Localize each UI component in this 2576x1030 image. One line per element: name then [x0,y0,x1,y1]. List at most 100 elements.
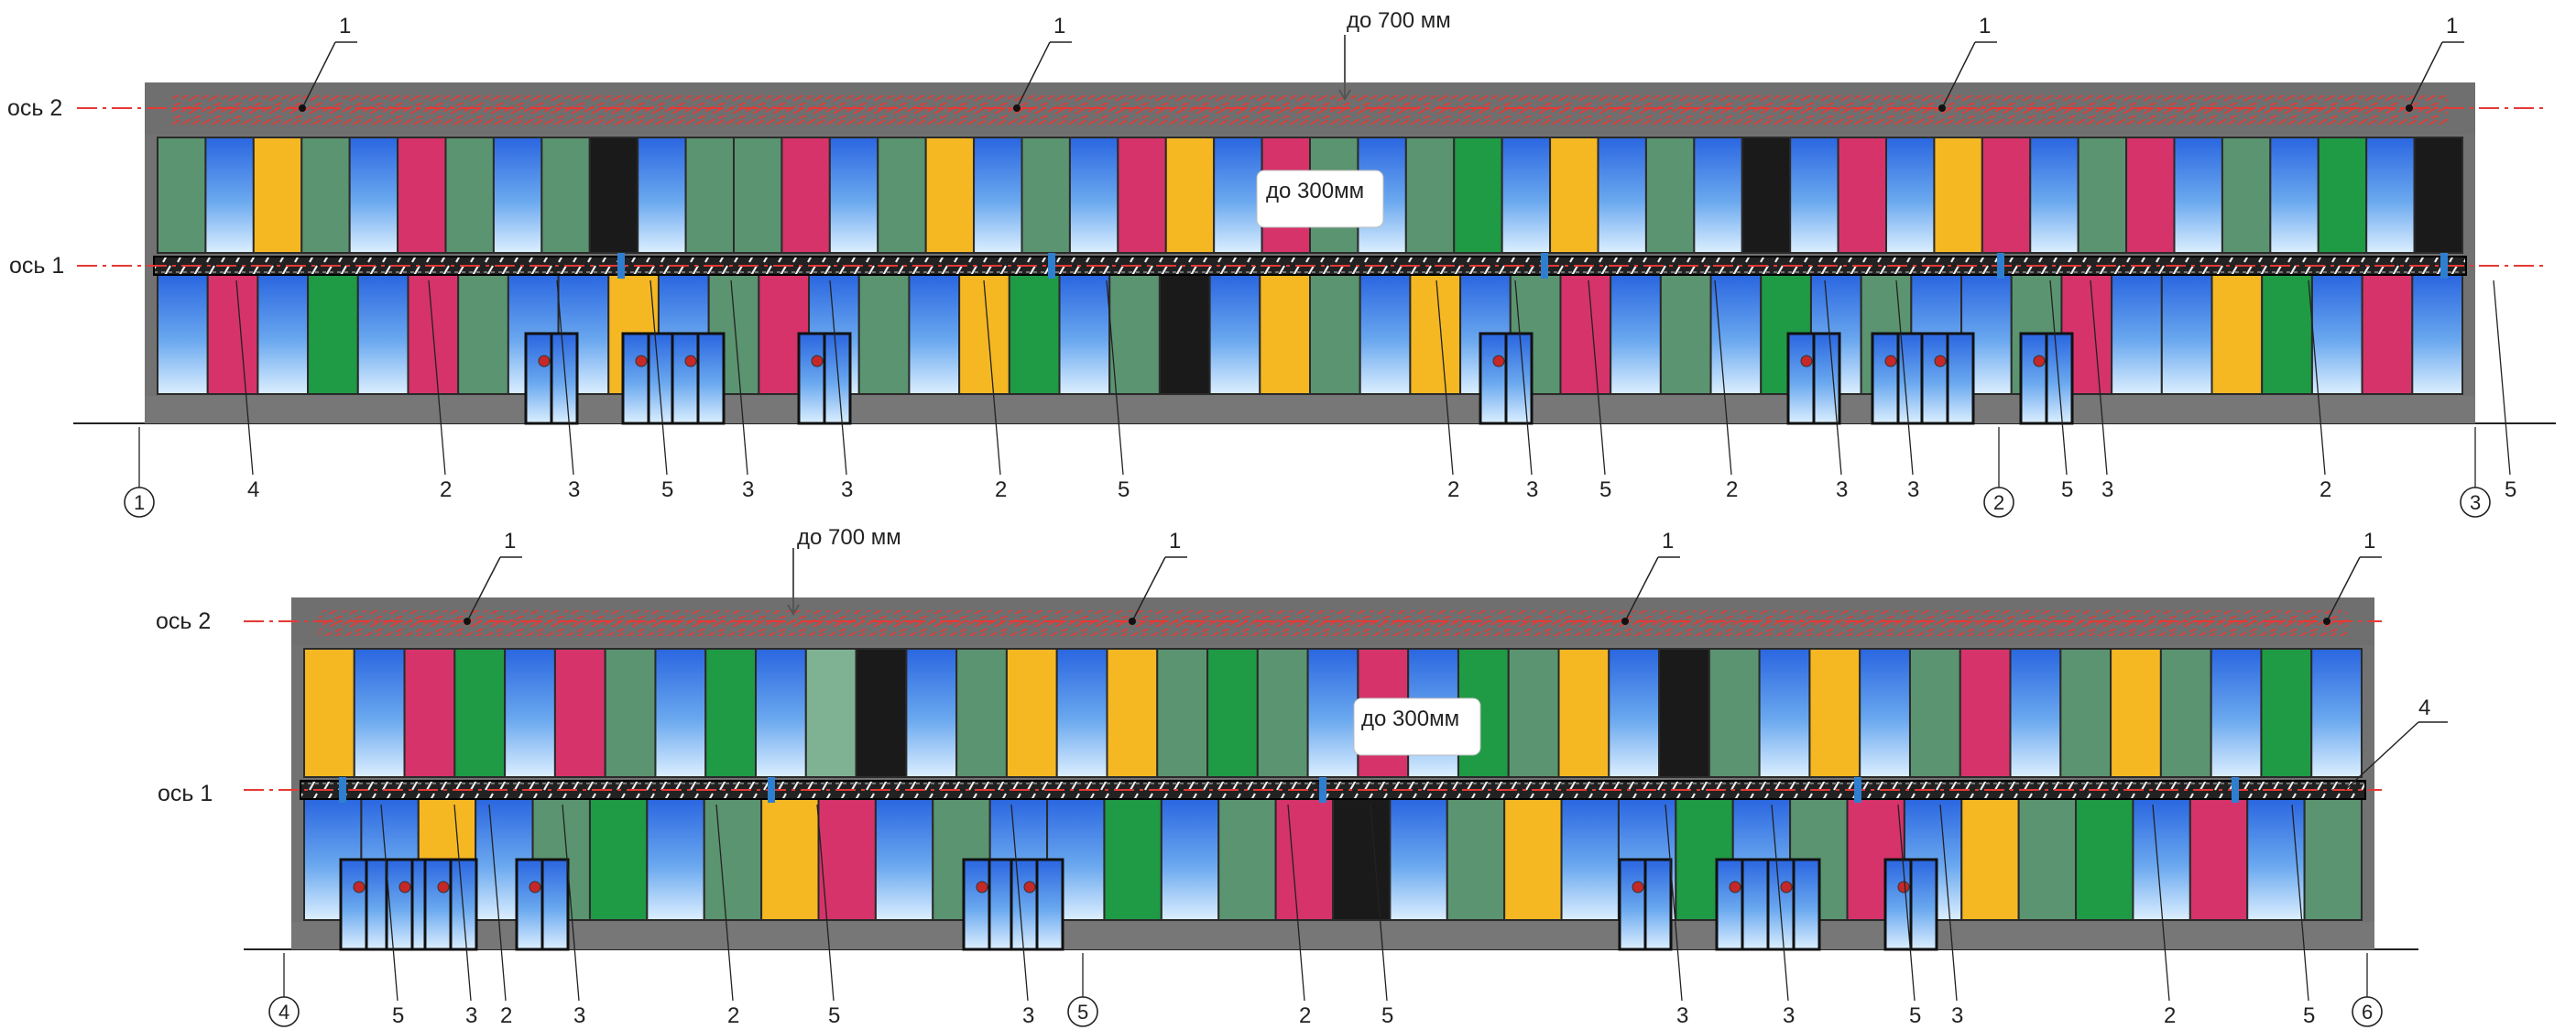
facade-panel-upper [300,137,351,254]
door-handle-marker [811,355,824,367]
callout-dot [2406,104,2413,112]
facade-panel-upper [855,648,908,778]
callout-number: 1 [2363,529,2375,553]
callout-leader [983,279,1001,476]
grid-marker-label: 1 [134,491,145,514]
dimension-label-700-bottom: до 700 мм [797,525,901,550]
grid-marker [268,996,300,1027]
facade-panel-upper [2173,137,2223,254]
door-handle-marker [1632,881,1644,893]
callout-leader [1514,279,1533,476]
facade-panel-upper [1608,648,1661,778]
callout-dot [1129,618,1136,625]
facade-panel-lower [908,274,961,395]
callout-leader [730,279,748,476]
facade-panel-upper [1306,648,1359,778]
facade-panel-lower [588,798,649,921]
facade-panel-lower [760,798,820,921]
callout-number: 2 [440,477,452,502]
callout-number: 3 [1783,1003,1795,1028]
facade-panel-lower [1274,798,1334,921]
facade-panel-upper [877,137,927,254]
grid-marker [2460,487,2491,518]
facade-panel-lower [1960,798,2020,921]
callout-leader [829,279,847,476]
callout-number: 1 [1169,529,1181,553]
facade-panel-upper [604,648,657,778]
door-handle-marker [635,355,648,367]
callout-number: 2 [995,477,1007,502]
callout-leader [1714,279,1732,476]
callout-number: 5 [2061,477,2073,502]
facade-panel-upper [704,648,758,778]
facade-panel-lower [2361,274,2414,395]
callout-number: 2 [500,1003,512,1028]
callout-leader [1624,556,1659,622]
callout-number: 2 [1299,1003,1311,1028]
facade-panel-lower [257,274,310,395]
dimension-label-300-bottom: до 300мм [1361,707,1459,731]
callout-number: 1 [504,529,516,553]
top-lower-panels [157,274,2464,425]
facade-panel-lower [2210,274,2264,395]
callout-leader [2408,41,2443,109]
callout-number: 5 [1381,1003,1393,1028]
facade-panel-lower [2160,274,2213,395]
facade-panel-upper [1758,648,1811,778]
callout-leader [2049,279,2068,476]
facade-panel-lower [2310,274,2363,395]
facade-panel-lower [206,274,259,395]
facade-panel-lower [1359,274,1412,395]
facade-panel-upper [553,648,606,778]
facade-panel-upper [1404,137,1456,254]
facade-panel-upper [504,648,556,778]
facade-panel-lower [2075,798,2134,921]
facade-panel-lower [1103,798,1162,921]
callout-leader [2326,556,2361,622]
joint-marker [1541,253,1548,279]
callout-number: 1 [1979,14,1991,38]
facade-panel-lower [1332,798,1392,921]
facade-panel-upper [2260,648,2313,778]
facade-panel-upper [1693,137,1743,254]
facade-panel-upper [804,648,857,778]
callout-number: 3 [1676,1003,1688,1028]
callout-number: 1 [1053,14,1065,38]
joint-marker [1319,777,1326,803]
callout-dot [2323,618,2330,625]
facade-panel-upper [1021,137,1071,254]
callout-number: 3 [573,1003,585,1028]
facade-panel-upper [637,137,687,254]
facade-panel-lower [2017,798,2078,921]
callout-number: 2 [1726,477,1738,502]
facade-panel-upper [1453,137,1503,254]
dimension-arrowhead [787,604,800,616]
door-handle-marker [398,881,411,893]
callout-leader [2344,721,2419,791]
door-handle-marker [2033,355,2046,367]
facade-panel-lower [646,798,705,921]
facade-panel-upper [353,648,406,778]
door-handle-marker [1023,881,1036,893]
joint-marker [1048,253,1055,279]
callout-number: 5 [2303,1003,2315,1028]
callout-leader [1435,279,1454,476]
bottom-lower-panels [303,798,2363,951]
callout-leader [1941,41,1976,109]
door-handle-marker [1800,355,1813,367]
callout-leader [1287,804,1305,1002]
callout-leader [301,41,336,109]
facade-panel-upper [1859,648,1911,778]
callout-number: 3 [841,477,853,502]
facade-panel-upper [1501,137,1552,254]
callout-leader [2152,804,2170,1002]
callout-leader [1016,41,1051,109]
callout-number: 3 [742,477,754,502]
grid-marker-label: 2 [1993,491,2004,514]
facade-panel-lower [1208,274,1261,395]
facade-panel-lower [1560,798,1620,921]
callout-number: 3 [568,477,580,502]
facade-panel-lower [1559,274,1612,395]
